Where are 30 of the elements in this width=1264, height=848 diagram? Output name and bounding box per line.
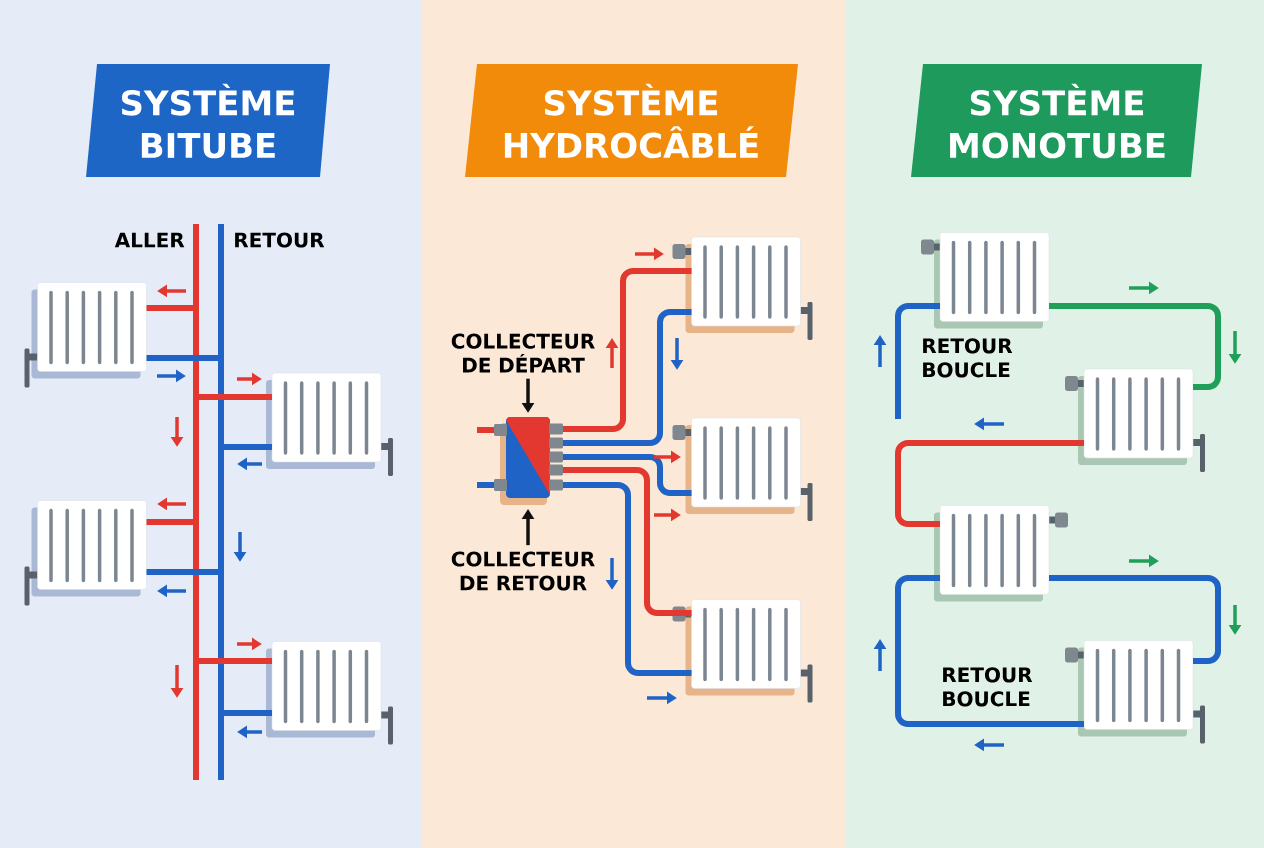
pipe (563, 467, 692, 616)
radiator (672, 417, 813, 521)
radiator (672, 236, 813, 340)
radiator (266, 372, 393, 476)
callout-label: COLLECTEUR DE RETOUR (451, 551, 595, 591)
callout-label: COLLECTEUR DE DÉPART (451, 333, 595, 373)
pipe-riser (193, 224, 199, 780)
radiator (24, 500, 147, 606)
radiator (921, 232, 1050, 329)
radiator (1065, 368, 1205, 472)
title-banner: SYSTÈME HYDROCÂBLÉ (465, 64, 798, 177)
title-banner: SYSTÈME BITUBE (86, 64, 330, 177)
radiator (1065, 640, 1205, 744)
pipe (146, 305, 193, 311)
pipe (563, 482, 692, 676)
radiator (266, 641, 393, 745)
pipe-riser (218, 224, 224, 780)
radiator (672, 599, 813, 703)
radiator (24, 282, 147, 388)
pipe (563, 454, 692, 496)
radiator (934, 505, 1068, 602)
pipe (146, 569, 218, 575)
title-banner: SYSTÈME MONOTUBE (911, 64, 1202, 177)
pipe (146, 519, 193, 525)
text-label: RETOUR BOUCLE (943, 667, 1033, 707)
pipe (146, 355, 218, 361)
pipe-label: RETOUR (235, 232, 325, 248)
pipe-label: ALLER (114, 232, 185, 248)
manifold (494, 417, 563, 505)
pipe (563, 268, 692, 432)
